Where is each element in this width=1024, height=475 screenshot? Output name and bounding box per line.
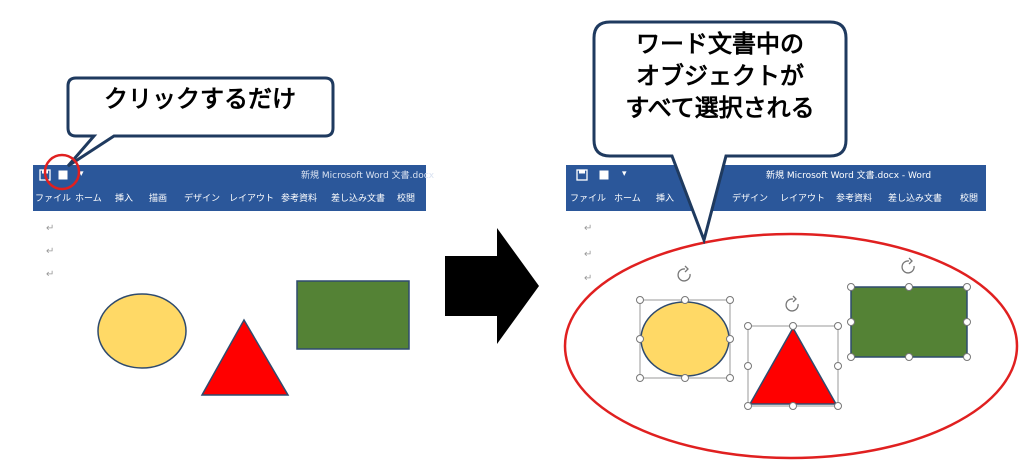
tab-home[interactable]: ホーム — [75, 194, 102, 204]
tab-file[interactable]: ファイル — [570, 194, 607, 204]
paragraph-mark: ↵ — [584, 249, 593, 260]
tab-home[interactable]: ホーム — [614, 194, 641, 204]
paragraph-mark: ↵ — [46, 269, 55, 280]
callout-line: オブジェクトが — [636, 62, 804, 90]
callout-line: ワード文書中の — [636, 30, 804, 58]
left-callout-text: クリックするだけ — [104, 85, 296, 113]
selected-ellipse[interactable] — [636, 265, 734, 382]
window-title: 新規 Microsoft Word 文書.docx - Word — [766, 171, 932, 181]
quick-access-more-icon[interactable]: ▾ — [622, 169, 627, 179]
tab-draw[interactable]: 描画 — [149, 194, 168, 204]
select-objects-icon[interactable] — [57, 169, 69, 181]
tab-insert[interactable]: 挿入 — [656, 194, 675, 204]
tab-mailings[interactable]: 差し込み文書 — [888, 194, 943, 204]
red-triangle[interactable] — [200, 318, 290, 398]
tab-references[interactable]: 参考資料 — [281, 194, 318, 204]
tab-review[interactable]: 校閲 — [960, 194, 979, 204]
tab-mailings[interactable]: 差し込み文書 — [331, 194, 386, 204]
paragraph-mark: ↵ — [46, 223, 55, 234]
select-objects-icon[interactable] — [598, 169, 610, 181]
tab-design[interactable]: デザイン — [184, 194, 221, 204]
selected-shapes — [636, 257, 971, 410]
right-arrow-icon — [445, 228, 539, 344]
paragraph-mark: ↵ — [584, 223, 593, 234]
yellow-ellipse[interactable] — [96, 292, 188, 370]
paragraph-mark: ↵ — [46, 246, 55, 257]
rotate-handle-icon — [901, 257, 915, 274]
paragraph-mark: ↵ — [584, 273, 593, 284]
save-icon[interactable] — [576, 169, 588, 181]
selection-highlight-ellipse — [563, 232, 1019, 460]
tab-layout[interactable]: レイアウト — [229, 194, 275, 204]
quick-access-more-icon[interactable]: ▾ — [79, 169, 84, 179]
highlight-circle — [43, 153, 81, 191]
selected-rectangle[interactable] — [847, 257, 971, 361]
green-rectangle[interactable] — [296, 280, 410, 352]
tab-references[interactable]: 参考資料 — [836, 194, 873, 204]
rotate-handle-icon — [785, 295, 799, 312]
window-title: 新規 Microsoft Word 文書.docx — [301, 171, 435, 181]
selected-triangle[interactable] — [744, 295, 842, 410]
tab-layout[interactable]: レイアウト — [780, 194, 826, 204]
tab-insert[interactable]: 挿入 — [115, 194, 134, 204]
tab-design[interactable]: デザイン — [732, 194, 769, 204]
right-title-bar: ▾ 新規 Microsoft Word 文書.docx - Word — [566, 165, 986, 187]
right-callout-bubble — [592, 20, 848, 244]
left-ribbon-tabs: ファイル ホーム 挿入 描画 デザイン レイアウト 参考資料 差し込み文書 校閲 — [33, 187, 426, 211]
rotate-handle-icon — [677, 265, 691, 282]
left-callout-bubble — [66, 76, 335, 168]
tab-file[interactable]: ファイル — [35, 194, 72, 204]
callout-line: すべて選択される — [625, 94, 815, 122]
right-ribbon-tabs: ファイル ホーム 挿入 描画 デザイン レイアウト 参考資料 差し込み文書 校閲 — [566, 187, 986, 211]
right-callout-text: ワード文書中の オブジェクトが すべて選択される — [594, 28, 846, 124]
tab-review[interactable]: 校閲 — [397, 194, 416, 204]
